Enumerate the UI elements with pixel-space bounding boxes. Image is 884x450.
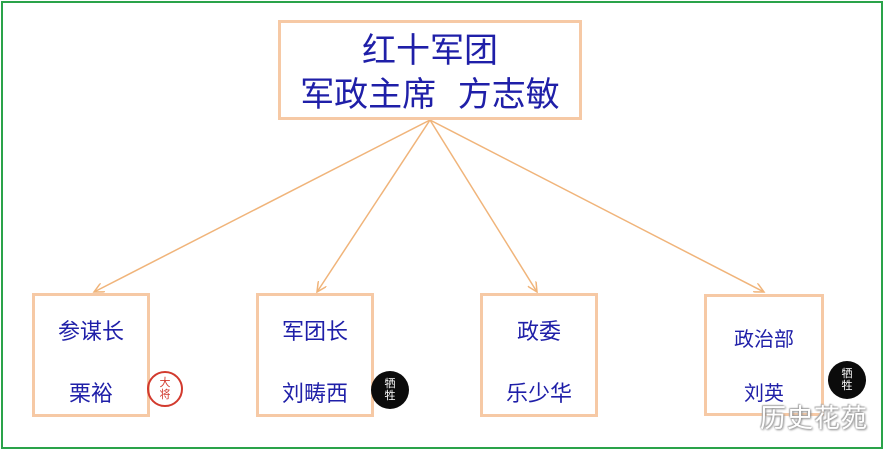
general-rank-seal: 大 将 xyxy=(147,371,183,407)
person-name: 刘英 xyxy=(744,381,784,405)
box-political-department: 政治部 刘英 xyxy=(704,294,824,416)
role-label: 军团长 xyxy=(281,320,348,345)
role-label: 参谋长 xyxy=(57,320,124,345)
watermark: 历史花苑 xyxy=(760,404,869,434)
person-name: 乐少华 xyxy=(505,382,572,407)
role-label: 政治部 xyxy=(734,327,794,351)
role-label: 政委 xyxy=(516,320,561,345)
seal-char: 将 xyxy=(159,388,171,401)
sacrificed-badge: 牺 牲 xyxy=(371,371,409,409)
box-chief-of-staff: 参谋长 栗裕 xyxy=(32,293,150,417)
arrow-to-zhengzhibu xyxy=(429,119,764,292)
sacrificed-badge: 牺 牲 xyxy=(828,361,866,399)
person-name: 刘畴西 xyxy=(281,382,348,407)
arrow-to-canmouzhang xyxy=(94,119,431,292)
badge-char: 牺 xyxy=(841,367,853,380)
seal-char: 大 xyxy=(159,376,171,389)
top-box-title: 红十军团 xyxy=(362,31,498,71)
box-political-commissar: 政委 乐少华 xyxy=(480,293,598,417)
box-army-commander: 军团长 刘畴西 xyxy=(256,293,374,417)
person-name: 栗裕 xyxy=(68,382,113,407)
top-box-subtitle: 军政主席 方志敏 xyxy=(300,75,560,115)
arrow-to-juntuanzhang xyxy=(317,119,431,292)
arrow-to-zhengwei xyxy=(429,119,537,292)
badge-char: 牺 xyxy=(384,377,396,390)
badge-char: 牲 xyxy=(384,389,396,402)
badge-char: 牲 xyxy=(841,379,853,392)
top-box-commander: 红十军团 军政主席 方志敏 xyxy=(278,20,582,120)
